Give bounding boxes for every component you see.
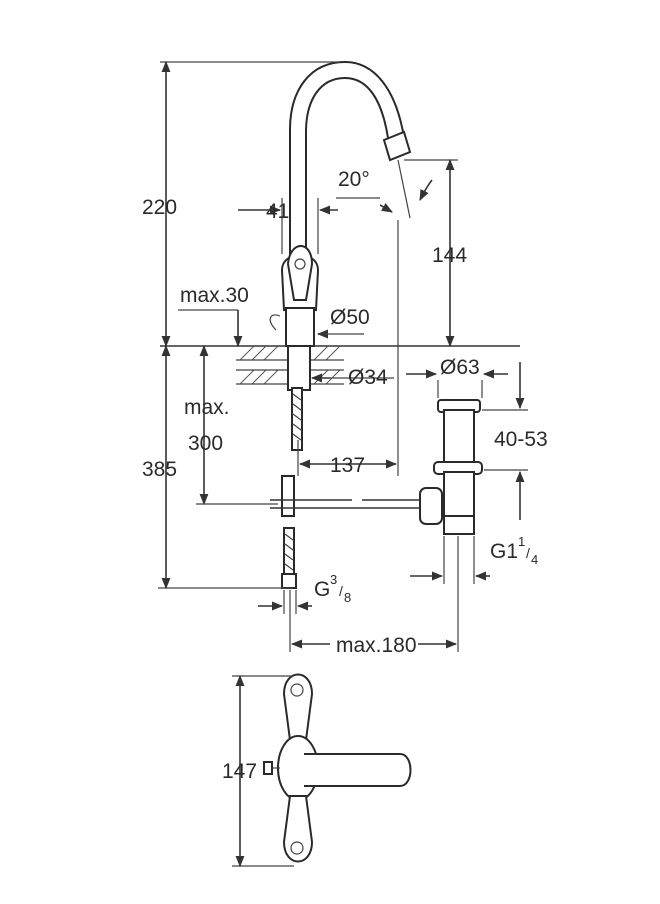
waste-body [443, 409, 475, 467]
supply-nut [281, 573, 297, 589]
top-popup [263, 761, 273, 775]
dim-385: 385 [142, 458, 177, 481]
dim-g38-den: 8 [344, 590, 351, 605]
dim-41: 41 [266, 200, 289, 223]
top-cap-lower [290, 841, 304, 855]
dim-220: 220 [142, 196, 177, 219]
dim-diameter-50: Ø50 [330, 306, 370, 329]
dim-diameter-34: Ø34 [348, 366, 388, 389]
popup-rod [269, 314, 281, 331]
dim-g114-base: G1 [490, 540, 518, 563]
supply-hose [291, 387, 303, 451]
dim-147: 147 [222, 760, 257, 783]
dim-max-30: max.30 [180, 284, 249, 307]
lever-cap [294, 258, 306, 270]
dim-g38-slash: / [339, 583, 343, 599]
faucet-top-view [263, 673, 412, 863]
dim-300: 300 [188, 432, 223, 455]
dim-g-3-8: G 3 / 8 [314, 572, 351, 605]
top-spout [304, 753, 412, 787]
dim-g114-slash: / [526, 545, 530, 561]
dim-max-180: max.180 [336, 634, 417, 657]
waste-valve [419, 399, 483, 535]
flow-line [397, 159, 411, 219]
dim-g114-den: 4 [531, 552, 538, 567]
lower-hose [283, 527, 295, 579]
faucet-base [285, 307, 315, 347]
dim-diameter-63: Ø63 [440, 356, 480, 379]
faucet-side-view [269, 60, 412, 347]
top-lever-lower [282, 795, 314, 863]
dim-144: 144 [432, 244, 467, 267]
dim-g114-num: 1 [518, 534, 525, 549]
pivot-housing [419, 487, 443, 525]
dim-20-degree: 20° [338, 168, 370, 191]
waste-tail [443, 471, 475, 519]
top-cap-upper [290, 683, 304, 697]
waste-outlet [443, 515, 475, 535]
tee-connector [281, 475, 295, 517]
aerator [382, 130, 412, 162]
dim-g38-letter: G [314, 578, 330, 601]
dim-137: 137 [330, 454, 365, 477]
lever-handle [286, 245, 314, 301]
dim-40-53: 40-53 [494, 428, 548, 451]
dim-max-label: max. [184, 396, 230, 419]
lower-hose-braid [284, 533, 294, 571]
dim-g1-1-4: G1 1 / 4 [490, 534, 538, 567]
shank [287, 345, 311, 391]
dim-g38-num: 3 [330, 572, 337, 587]
hose-braid [292, 393, 302, 441]
